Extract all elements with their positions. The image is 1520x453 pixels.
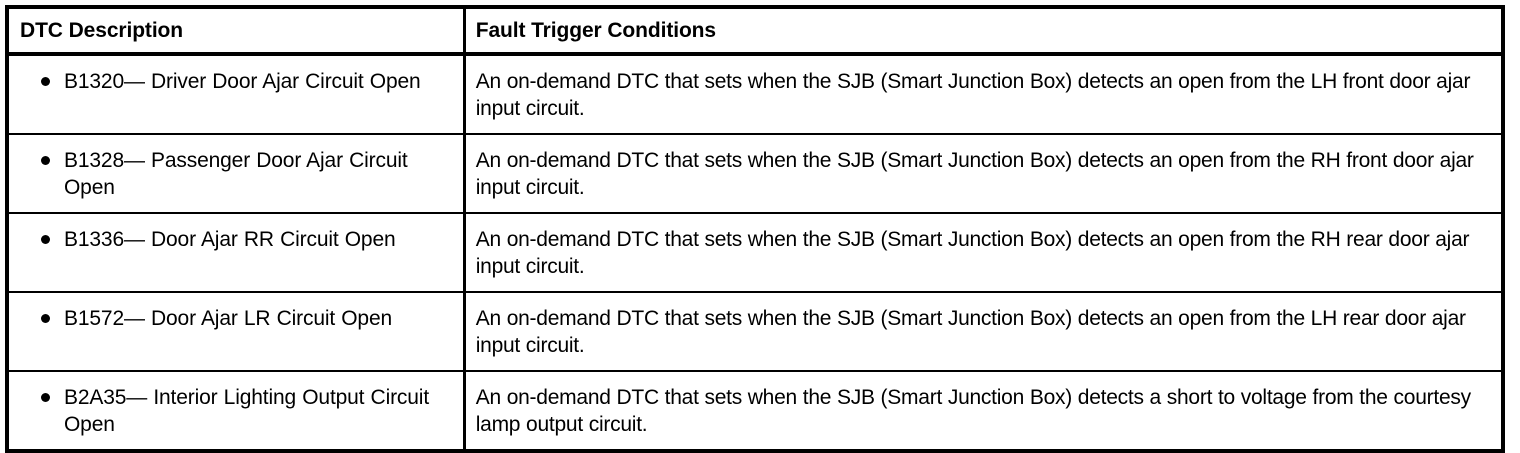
dtc-list-item: B1320— Driver Door Ajar Circuit Open xyxy=(9,56,463,105)
table-row: B1320— Driver Door Ajar Circuit Open An … xyxy=(7,54,1503,135)
cell-fault-trigger-condition: An on-demand DTC that sets when the SJB … xyxy=(464,54,1503,135)
cell-dtc-description: B1572— Door Ajar LR Circuit Open xyxy=(7,292,466,372)
fault-trigger-condition-text: An on-demand DTC that sets when the SJB … xyxy=(475,307,1466,357)
fault-trigger-condition-text: An on-demand DTC that sets when the SJB … xyxy=(475,228,1470,278)
dtc-list-item: B1572— Door Ajar LR Circuit Open xyxy=(9,293,463,342)
dtc-description-text: B1336— Door Ajar RR Circuit Open xyxy=(64,228,396,251)
cell-fault-trigger-condition: An on-demand DTC that sets when the SJB … xyxy=(464,371,1503,451)
dtc-description-text: B2A35— Interior Lighting Output Circuit … xyxy=(64,386,430,436)
dtc-description-text: B1572— Door Ajar LR Circuit Open xyxy=(64,307,393,330)
dtc-list-item: B1328— Passenger Door Ajar Circuit Open xyxy=(9,135,463,211)
table-row: B1336— Door Ajar RR Circuit Open An on-d… xyxy=(7,213,1503,293)
dtc-description-table: DTC Description Fault Trigger Conditions… xyxy=(5,5,1505,453)
column-header-fault-trigger-conditions: Fault Trigger Conditions xyxy=(464,7,1503,56)
cell-fault-trigger-condition: An on-demand DTC that sets when the SJB … xyxy=(464,213,1503,293)
column-header-dtc-description-label: DTC Description xyxy=(20,18,184,42)
table-row: B2A35— Interior Lighting Output Circuit … xyxy=(7,371,1503,451)
dtc-list-item: B1336— Door Ajar RR Circuit Open xyxy=(9,214,463,263)
dtc-list-item: B2A35— Interior Lighting Output Circuit … xyxy=(9,372,463,448)
table-body: B1320— Driver Door Ajar Circuit Open An … xyxy=(7,54,1503,451)
column-header-fault-trigger-conditions-label: Fault Trigger Conditions xyxy=(475,18,716,42)
table-row: B1572— Door Ajar LR Circuit Open An on-d… xyxy=(7,292,1503,372)
dtc-description-text: B1320— Driver Door Ajar Circuit Open xyxy=(64,70,421,93)
cell-dtc-description: B1320— Driver Door Ajar Circuit Open xyxy=(7,54,466,135)
bullet-icon xyxy=(41,314,50,323)
column-header-dtc-description: DTC Description xyxy=(7,7,466,56)
cell-dtc-description: B2A35— Interior Lighting Output Circuit … xyxy=(7,371,466,451)
bullet-icon xyxy=(41,77,50,86)
dtc-description-text: B1328— Passenger Door Ajar Circuit Open xyxy=(64,149,408,199)
header-row: DTC Description Fault Trigger Conditions xyxy=(7,7,1503,56)
cell-dtc-description: B1336— Door Ajar RR Circuit Open xyxy=(7,213,466,293)
fault-trigger-condition-text: An on-demand DTC that sets when the SJB … xyxy=(475,386,1471,436)
bullet-icon xyxy=(41,393,50,402)
fault-trigger-condition-text: An on-demand DTC that sets when the SJB … xyxy=(475,149,1474,199)
bullet-icon xyxy=(41,156,50,165)
table-header: DTC Description Fault Trigger Conditions xyxy=(7,7,1503,56)
fault-trigger-condition-text: An on-demand DTC that sets when the SJB … xyxy=(475,70,1471,120)
cell-fault-trigger-condition: An on-demand DTC that sets when the SJB … xyxy=(464,134,1503,214)
cell-fault-trigger-condition: An on-demand DTC that sets when the SJB … xyxy=(464,292,1503,372)
cell-dtc-description: B1328— Passenger Door Ajar Circuit Open xyxy=(7,134,466,214)
bullet-icon xyxy=(41,235,50,244)
table-row: B1328— Passenger Door Ajar Circuit Open … xyxy=(7,134,1503,214)
